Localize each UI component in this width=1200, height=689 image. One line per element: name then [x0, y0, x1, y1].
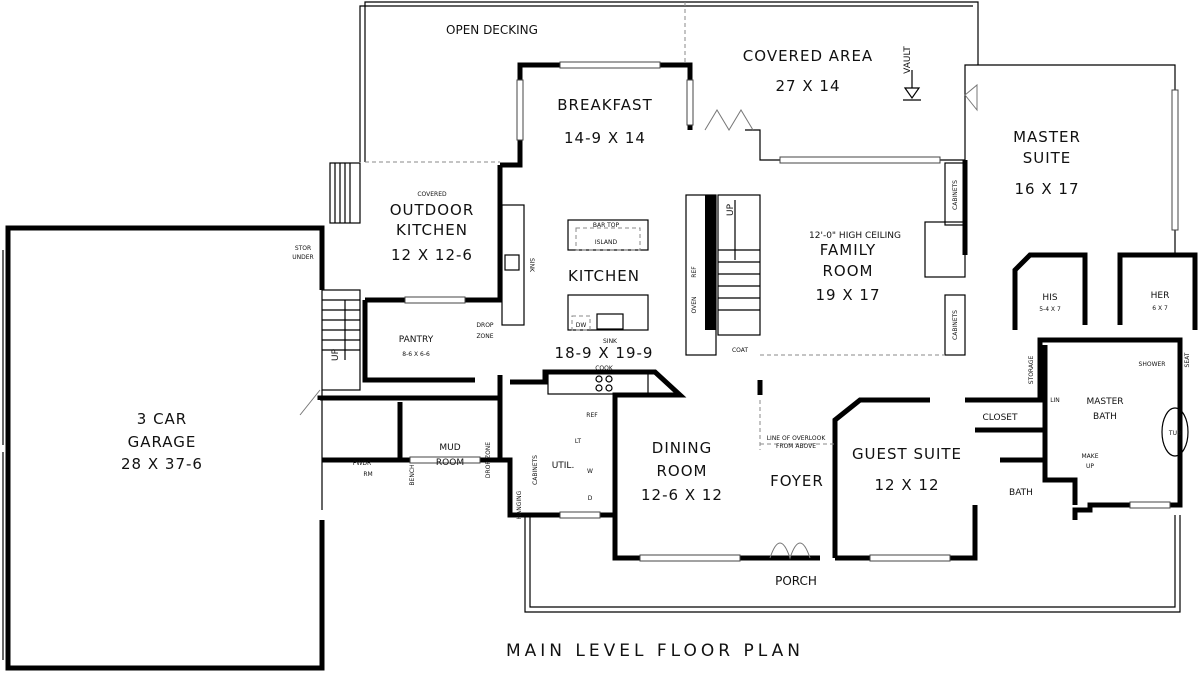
- outdoor-sink-label: SINK: [528, 258, 535, 273]
- foyer-label: FOYER: [770, 472, 824, 490]
- linen-label: LIN: [1050, 397, 1060, 404]
- ref-label: REF: [691, 266, 698, 278]
- outdoor-kitchen-label2: KITCHEN: [396, 221, 468, 239]
- hanging-label: HANGING: [516, 490, 523, 519]
- outdoor-kitchen-covered: COVERED: [417, 191, 447, 198]
- bench-label: BENCH: [409, 464, 416, 485]
- bath-label: BATH: [1009, 488, 1033, 498]
- seat-label: SEAT: [1184, 352, 1191, 367]
- island-label: ISLAND: [595, 239, 618, 246]
- vault-label: VAULT: [903, 46, 913, 74]
- drop-zone-label1: DROP: [476, 322, 494, 329]
- her-closet-label: HER: [1151, 291, 1170, 301]
- dryer-label: D: [588, 495, 593, 502]
- kitchen-label: KITCHEN: [568, 267, 640, 285]
- cook-label: COOK: [595, 365, 614, 372]
- storage-label: STORAGE: [1028, 356, 1035, 385]
- garage-walls: [2, 225, 325, 671]
- dining-room-size: 12-6 X 12: [641, 486, 723, 504]
- mud-room-label1: MUD: [439, 443, 460, 453]
- kitchen-size: 18-9 X 19-9: [555, 344, 654, 362]
- porch-outline: [524, 515, 1181, 613]
- master-suite-label1: MASTER: [1013, 128, 1081, 146]
- ceiling-note: 12'-0" HIGH CEILING: [809, 231, 901, 241]
- family-room-label2: ROOM: [823, 262, 874, 280]
- master-suite-size: 16 X 17: [1015, 180, 1080, 198]
- exterior-stairs: [321, 162, 361, 391]
- util-cabinets-label: CABINETS: [532, 455, 539, 485]
- util-ref-label: REF: [586, 412, 598, 419]
- guest-suite-label: GUEST SUITE: [852, 445, 962, 463]
- stair-up-label: UP: [726, 203, 736, 216]
- outdoor-kitchen-label1: OUTDOOR: [390, 201, 475, 219]
- closet-label: CLOSET: [983, 413, 1018, 423]
- mud-room-label2: ROOM: [436, 458, 464, 468]
- master-bath-label2: BATH: [1093, 412, 1117, 422]
- pwdr-label1: PWDR: [353, 460, 371, 467]
- cabinets-label-2: CABINETS: [952, 310, 959, 340]
- drop-zone-label2: ZONE: [476, 333, 493, 340]
- dining-room-label1: DINING: [652, 439, 712, 457]
- stor-under-label2: UNDER: [292, 254, 313, 261]
- master-bath-label1: MASTER: [1086, 397, 1123, 407]
- bar-top-label: BAR TOP: [593, 222, 620, 229]
- her-closet-size: 6 X 7: [1152, 305, 1168, 312]
- his-closet-label: HIS: [1042, 293, 1057, 303]
- util-label: UTIL.: [552, 461, 575, 471]
- dining-room-label2: ROOM: [657, 462, 708, 480]
- windows: [404, 61, 1179, 562]
- master-suite-label2: SUITE: [1023, 149, 1072, 167]
- porch-label: PORCH: [775, 574, 817, 588]
- breakfast-size: 14-9 X 14: [564, 129, 646, 147]
- shower-label: SHOWER: [1139, 361, 1166, 368]
- cabinets-label-1: CABINETS: [952, 180, 959, 210]
- family-room-size: 19 X 17: [816, 286, 881, 304]
- overlook-label1: LINE OF OVERLOOK: [767, 435, 827, 442]
- guest-suite-size: 12 X 12: [875, 476, 940, 494]
- garage-size: 28 X 37-6: [121, 455, 203, 473]
- oven-label: OVEN: [691, 296, 698, 313]
- dw-label: DW: [576, 322, 587, 329]
- garage-stair-up-label: UP: [331, 348, 341, 361]
- covered-area-label: COVERED AREA: [743, 47, 873, 65]
- deck-outline: [359, 1, 979, 163]
- sink-label: SINK: [603, 338, 618, 345]
- open-decking-label: OPEN DECKING: [446, 23, 538, 37]
- kitchen-fixtures: [501, 162, 1189, 457]
- family-room-label1: FAMILY: [820, 241, 876, 259]
- stor-under-label1: STOR: [295, 245, 311, 252]
- outdoor-kitchen-size: 12 X 12-6: [391, 246, 473, 264]
- makeup-label1: MAKE: [1081, 453, 1098, 460]
- laundry-tub-label: LT: [575, 438, 582, 445]
- pwdr-label2: RM: [363, 471, 372, 478]
- coat-label: COAT: [732, 347, 748, 354]
- garage-label1: 3 CAR: [137, 410, 187, 428]
- breakfast-label: BREAKFAST: [557, 96, 652, 114]
- overlook-label2: FROM ABOVE: [776, 443, 816, 450]
- vault-arrow-icon: [903, 70, 921, 101]
- makeup-label2: UP: [1086, 463, 1094, 470]
- his-closet-size: 5-4 X 7: [1039, 306, 1061, 313]
- tub-label: TUB: [1168, 430, 1181, 437]
- pantry-label: PANTRY: [399, 335, 434, 345]
- mud-drop-zone-label: DROP ZONE: [485, 442, 492, 478]
- garage-label2: GARAGE: [128, 433, 197, 451]
- washer-label: W: [587, 468, 593, 475]
- covered-area-size: 27 X 14: [776, 77, 841, 95]
- doors: [299, 83, 978, 560]
- pantry-size: 8-6 X 6-6: [402, 351, 430, 358]
- plan-title: MAIN LEVEL FLOOR PLAN: [506, 641, 804, 661]
